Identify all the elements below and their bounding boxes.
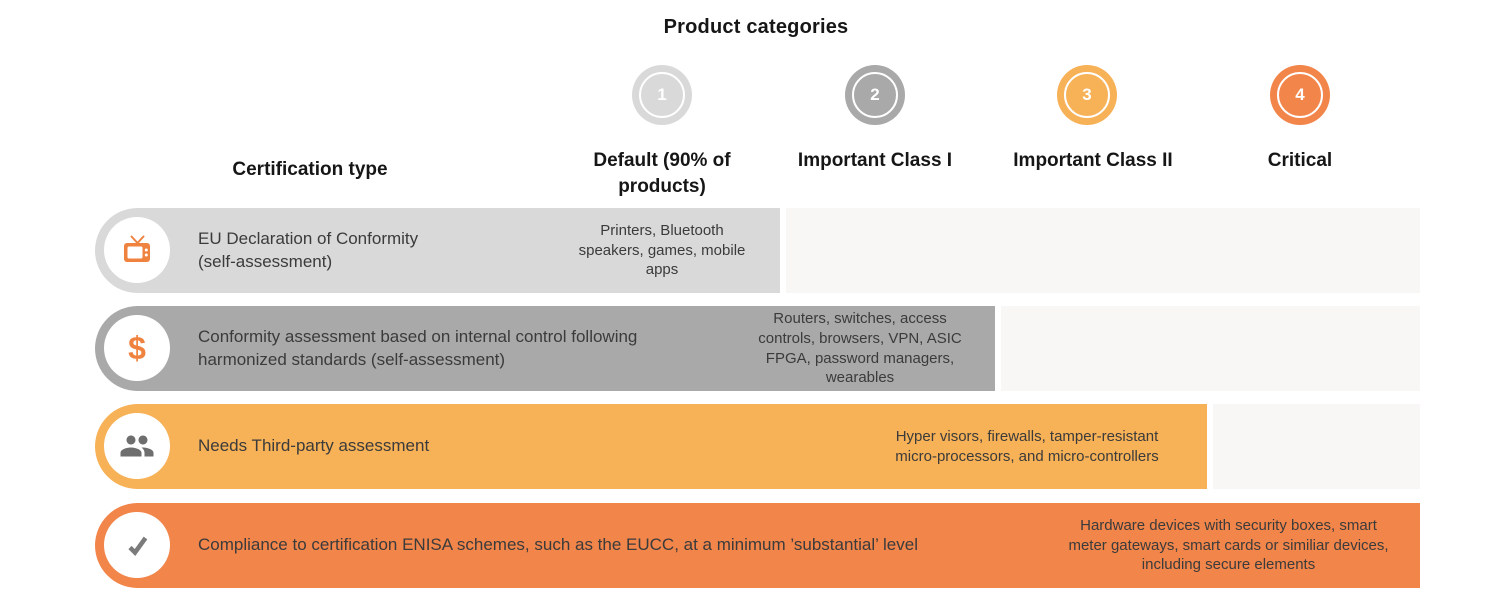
table-row: Needs Third-party assessment Hyper visor… bbox=[0, 404, 1504, 489]
certification-text: EU Declaration of Conformity (self-asses… bbox=[198, 228, 419, 271]
tv-icon bbox=[124, 235, 150, 262]
check-icon bbox=[128, 536, 148, 556]
category-number: 1 bbox=[639, 72, 685, 118]
certification-text: Compliance to certification ENISA scheme… bbox=[198, 535, 918, 555]
category-bar bbox=[95, 208, 780, 293]
icon-circle bbox=[104, 413, 170, 479]
people-icon bbox=[120, 435, 154, 457]
column-header-important-class-1: Important Class I bbox=[797, 150, 953, 171]
table-row: $ Conformity assessment based on interna… bbox=[0, 306, 1504, 391]
category-number: 4 bbox=[1277, 72, 1323, 118]
row-track bbox=[786, 208, 1420, 293]
certification-text: Conformity assessment based on internal … bbox=[198, 326, 638, 369]
category-number: 3 bbox=[1064, 72, 1110, 118]
dollar-icon: $ bbox=[128, 330, 146, 366]
table-row: EU Declaration of Conformity (self-asses… bbox=[0, 208, 1504, 293]
icon-circle: $ bbox=[104, 315, 170, 381]
page-title: Product categories bbox=[663, 16, 849, 38]
category-bar bbox=[95, 503, 1420, 588]
row-track bbox=[1213, 404, 1420, 489]
products-text: Routers, switches, access controls, brow… bbox=[758, 309, 962, 387]
column-header-default: Default (90% of products) bbox=[593, 150, 731, 197]
icon-circle bbox=[104, 512, 170, 578]
products-text: Hyper visors, firewalls, tamper-resistan… bbox=[895, 427, 1159, 465]
category-circle-1: 1 bbox=[632, 65, 692, 125]
products-text: Printers, Bluetooth speakers, games, mob… bbox=[578, 221, 746, 279]
row-track bbox=[1001, 306, 1420, 391]
column-header-certification-type: Certification type bbox=[232, 159, 388, 180]
category-number: 2 bbox=[852, 72, 898, 118]
certification-text: Needs Third-party assessment bbox=[198, 436, 430, 456]
category-bar bbox=[95, 404, 1207, 489]
icon-circle bbox=[104, 217, 170, 283]
column-header-critical: Critical bbox=[1267, 150, 1333, 171]
column-header-important-class-2: Important Class II bbox=[1013, 150, 1173, 171]
category-circle-2: 2 bbox=[845, 65, 905, 125]
products-text: Hardware devices with security boxes, sm… bbox=[1068, 516, 1389, 574]
category-bar bbox=[95, 306, 995, 391]
table-row: Compliance to certification ENISA scheme… bbox=[0, 503, 1504, 588]
category-circle-4: 4 bbox=[1270, 65, 1330, 125]
category-circle-3: 3 bbox=[1057, 65, 1117, 125]
